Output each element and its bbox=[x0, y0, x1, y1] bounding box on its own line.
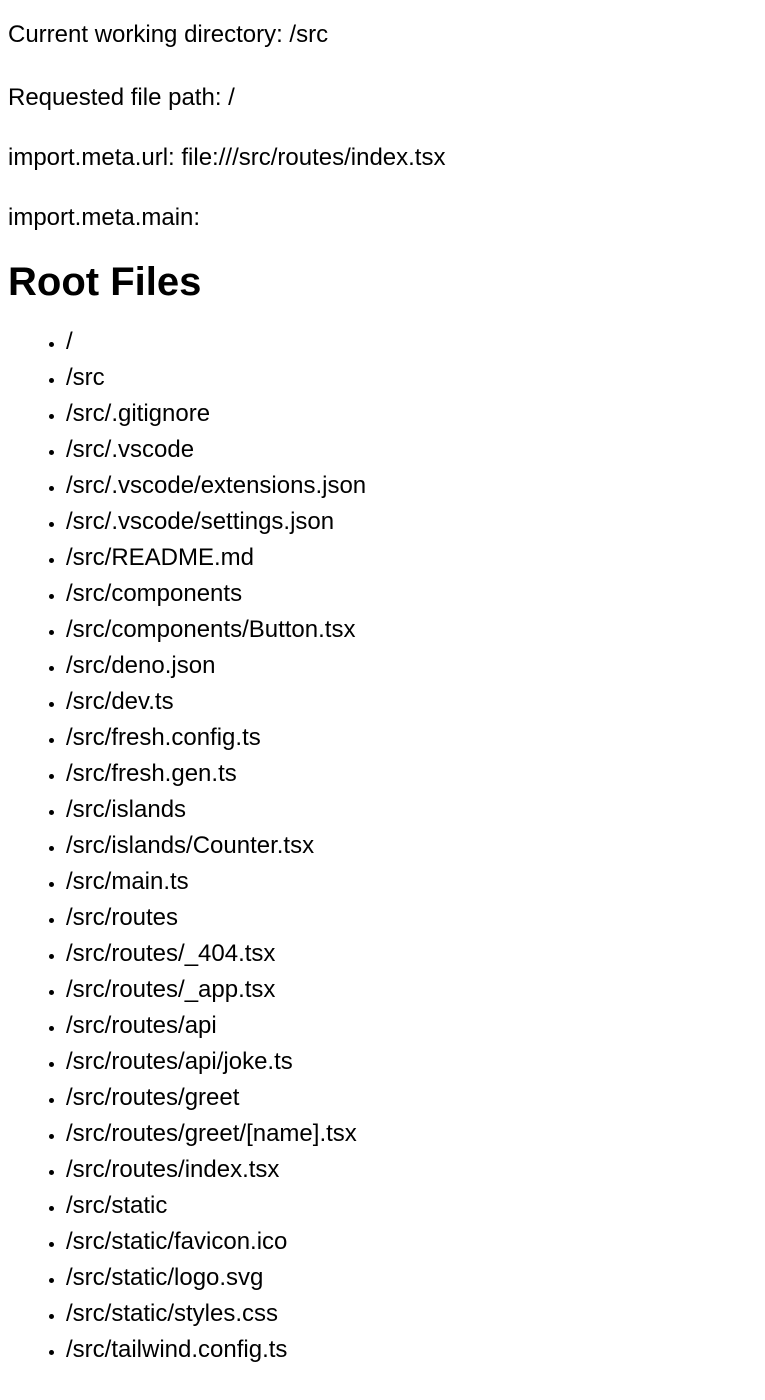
list-item: /src/.gitignore bbox=[66, 396, 757, 432]
list-item: /src/routes/_app.tsx bbox=[66, 972, 757, 1008]
list-item: /src/static bbox=[66, 1188, 757, 1224]
list-item: /src/components/Button.tsx bbox=[66, 612, 757, 648]
list-item: /src/islands bbox=[66, 792, 757, 828]
list-item: /src/static/favicon.ico bbox=[66, 1224, 757, 1260]
meta-main-text: import.meta.main: bbox=[8, 203, 201, 231]
meta-url-text: import.meta.url: file:///src/routes/inde… bbox=[8, 143, 446, 171]
cwd-text: Current working directory: /src bbox=[8, 20, 329, 48]
list-item: /src/README.md bbox=[66, 540, 757, 576]
list-item: /src/.vscode/extensions.json bbox=[66, 468, 757, 504]
list-item: /src/islands/Counter.tsx bbox=[66, 828, 757, 864]
list-item: /src/dev.ts bbox=[66, 684, 757, 720]
list-item: /src/fresh.gen.ts bbox=[66, 756, 757, 792]
list-item: /src/routes/greet bbox=[66, 1080, 757, 1116]
list-item: /src/routes/index.tsx bbox=[66, 1152, 757, 1188]
list-item: /src/routes/_404.tsx bbox=[66, 936, 757, 972]
list-item: /src/.vscode/settings.json bbox=[66, 504, 757, 540]
list-item: /src/routes/api bbox=[66, 1008, 757, 1044]
list-item: /src/tailwind.config.ts bbox=[66, 1332, 757, 1368]
list-item: /src/main.ts bbox=[66, 864, 757, 900]
list-item: /src/fresh.config.ts bbox=[66, 720, 757, 756]
list-item: /src/routes bbox=[66, 900, 757, 936]
list-item: /src bbox=[66, 360, 757, 396]
list-item: /src/routes/greet/[name].tsx bbox=[66, 1116, 757, 1152]
file-list: / /src /src/.gitignore /src/.vscode /src… bbox=[8, 324, 757, 1368]
list-item: /src/routes/api/joke.ts bbox=[66, 1044, 757, 1080]
requested-path-text: Requested file path: / bbox=[8, 83, 235, 111]
list-item: /src/.vscode bbox=[66, 432, 757, 468]
list-item: /src/static/logo.svg bbox=[66, 1260, 757, 1296]
list-item: / bbox=[66, 324, 757, 360]
list-item: /src/components bbox=[66, 576, 757, 612]
list-item: /src/deno.json bbox=[66, 648, 757, 684]
list-item: /src/static/styles.css bbox=[66, 1296, 757, 1332]
root-files-heading: Root Files bbox=[8, 260, 202, 304]
page: Current working directory: /src Requeste… bbox=[0, 0, 765, 1368]
